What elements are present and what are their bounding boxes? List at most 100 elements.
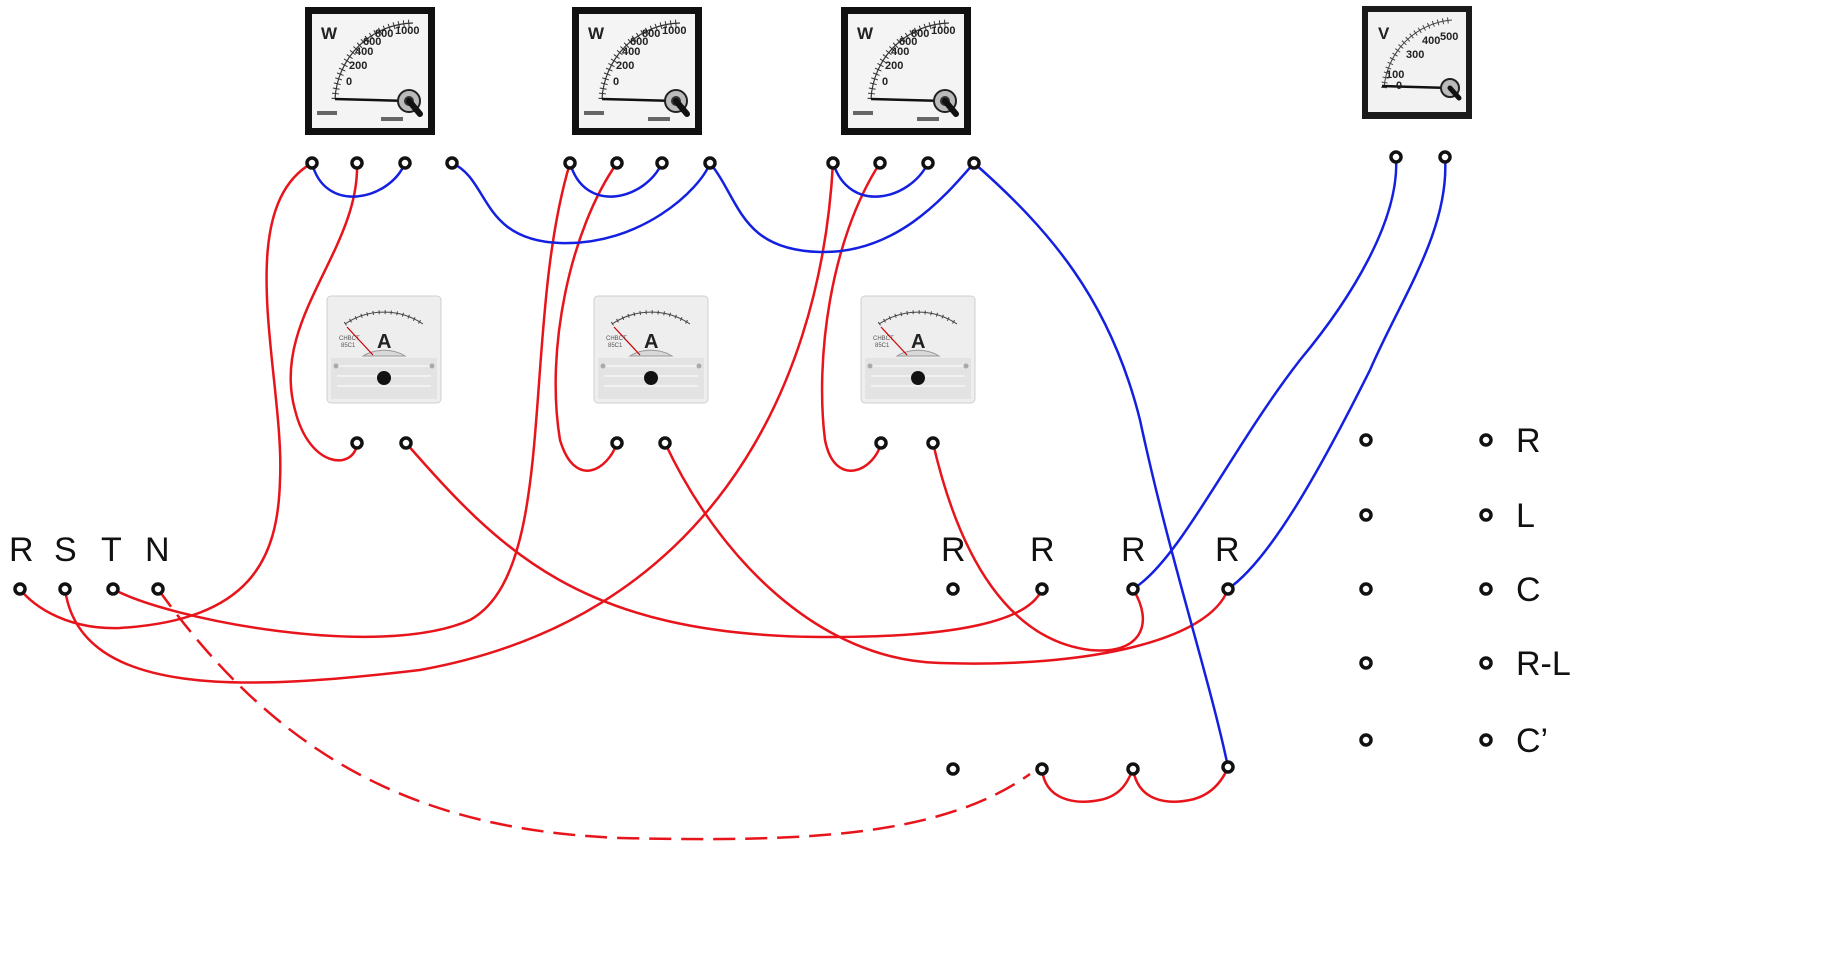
wattmeter-3: W 0 200 400 600 800 1000 bbox=[841, 7, 971, 135]
terminal-supply-n[interactable] bbox=[151, 582, 165, 596]
wire-voltmeter-to-load4 bbox=[1227, 156, 1447, 591]
ammeter-3: A bbox=[859, 294, 977, 405]
blue-wires bbox=[310, 156, 1447, 768]
wire-neutral-dashed bbox=[156, 588, 1031, 841]
terminal[interactable] bbox=[655, 156, 669, 170]
terminal[interactable] bbox=[1359, 733, 1373, 747]
terminal[interactable] bbox=[826, 156, 840, 170]
wire-w3-loop bbox=[831, 162, 930, 198]
svg-text:800: 800 bbox=[911, 28, 929, 40]
voltmeter: V 0 100 300 400 500 bbox=[1362, 6, 1472, 119]
supply-label-s: S bbox=[54, 531, 77, 569]
terminal[interactable] bbox=[703, 156, 717, 170]
terminal[interactable] bbox=[563, 156, 577, 170]
terminal[interactable] bbox=[1479, 656, 1493, 670]
svg-text:1000: 1000 bbox=[662, 25, 686, 37]
terminal[interactable] bbox=[1438, 150, 1452, 164]
terminal[interactable] bbox=[445, 156, 459, 170]
terminal-load-4[interactable] bbox=[1221, 582, 1235, 596]
supply-label-t: T bbox=[101, 531, 122, 569]
terminal[interactable] bbox=[305, 156, 319, 170]
svg-text:0: 0 bbox=[613, 76, 619, 88]
terminal[interactable] bbox=[946, 762, 960, 776]
wire-w2-to-w3 bbox=[709, 162, 975, 254]
supply-label-r: R bbox=[9, 531, 34, 569]
terminal[interactable] bbox=[1359, 433, 1373, 447]
wattmeter-1: W 0 200 400 600 800 1000 bbox=[305, 7, 435, 135]
svg-text:0: 0 bbox=[346, 76, 352, 88]
terminal-load-1[interactable] bbox=[946, 582, 960, 596]
svg-text:W: W bbox=[321, 24, 338, 43]
svg-text:800: 800 bbox=[375, 28, 393, 40]
svg-text:200: 200 bbox=[885, 60, 903, 72]
terminal[interactable] bbox=[921, 156, 935, 170]
svg-text:500: 500 bbox=[1440, 31, 1458, 43]
load-label-4: R bbox=[1215, 531, 1240, 569]
ammeter-1: A bbox=[325, 294, 443, 405]
legend-l: L bbox=[1516, 497, 1535, 535]
svg-text:600: 600 bbox=[630, 36, 648, 48]
terminals bbox=[13, 150, 1493, 776]
terminal-load-3[interactable] bbox=[1126, 582, 1140, 596]
terminal[interactable] bbox=[967, 156, 981, 170]
wire-voltmeter-to-load3 bbox=[1132, 156, 1398, 591]
wire-w3-to-neutral bbox=[973, 162, 1230, 768]
legend: R L C R-L C’ bbox=[1516, 422, 1571, 760]
terminal[interactable] bbox=[874, 436, 888, 450]
svg-text:0: 0 bbox=[1396, 80, 1402, 92]
svg-text:800: 800 bbox=[642, 28, 660, 40]
svg-text:0: 0 bbox=[882, 76, 888, 88]
svg-text:1000: 1000 bbox=[931, 25, 955, 37]
wire-neutral-bridge-1 bbox=[1040, 768, 1135, 803]
load-label-3: R bbox=[1121, 531, 1146, 569]
svg-text:V: V bbox=[1378, 24, 1390, 43]
terminal[interactable] bbox=[1479, 582, 1493, 596]
terminal[interactable] bbox=[873, 156, 887, 170]
svg-text:1000: 1000 bbox=[395, 25, 419, 37]
terminal[interactable] bbox=[1221, 760, 1235, 774]
terminal[interactable] bbox=[1479, 508, 1493, 522]
svg-text:A: A bbox=[911, 331, 925, 353]
terminal[interactable] bbox=[350, 156, 364, 170]
terminal[interactable] bbox=[398, 156, 412, 170]
svg-text:400: 400 bbox=[355, 46, 373, 58]
wire-neutral-bridge-2 bbox=[1131, 766, 1230, 803]
terminal[interactable] bbox=[350, 436, 364, 450]
legend-c: C bbox=[1516, 571, 1541, 609]
terminal[interactable] bbox=[1479, 733, 1493, 747]
svg-text:A: A bbox=[644, 331, 658, 353]
wire-t-to-w2 bbox=[112, 162, 572, 639]
terminal[interactable] bbox=[1359, 656, 1373, 670]
wire-w1-to-w2 bbox=[451, 161, 712, 245]
terminal[interactable] bbox=[1035, 762, 1049, 776]
wattmeter-2: W 0 200 400 600 800 1000 bbox=[572, 7, 702, 135]
svg-text:600: 600 bbox=[899, 36, 917, 48]
terminal-supply-s[interactable] bbox=[58, 582, 72, 596]
terminal-supply-t[interactable] bbox=[106, 582, 120, 596]
svg-text:W: W bbox=[857, 24, 874, 43]
ammeter-2: A bbox=[592, 294, 710, 405]
terminal[interactable] bbox=[1126, 762, 1140, 776]
legend-c-prime: C’ bbox=[1516, 722, 1548, 760]
terminal[interactable] bbox=[1359, 582, 1373, 596]
terminal[interactable] bbox=[926, 436, 940, 450]
terminal[interactable] bbox=[610, 156, 624, 170]
wire-a3-to-load3 bbox=[931, 442, 1144, 652]
terminal-supply-r[interactable] bbox=[13, 582, 27, 596]
terminal[interactable] bbox=[658, 436, 672, 450]
terminal[interactable] bbox=[1479, 433, 1493, 447]
svg-text:300: 300 bbox=[1406, 49, 1424, 61]
wire-w2-to-a2 bbox=[554, 162, 619, 472]
terminal[interactable] bbox=[399, 436, 413, 450]
terminal[interactable] bbox=[1389, 150, 1403, 164]
wire-w1-loop bbox=[310, 162, 407, 198]
svg-text:200: 200 bbox=[349, 60, 367, 72]
wire-a1-to-load2 bbox=[405, 442, 1044, 639]
terminal-load-2[interactable] bbox=[1035, 582, 1049, 596]
legend-r: R bbox=[1516, 422, 1541, 460]
load-label-1: R bbox=[941, 531, 966, 569]
supply-label-n: N bbox=[145, 531, 170, 569]
terminal[interactable] bbox=[1359, 508, 1373, 522]
terminal[interactable] bbox=[610, 436, 624, 450]
